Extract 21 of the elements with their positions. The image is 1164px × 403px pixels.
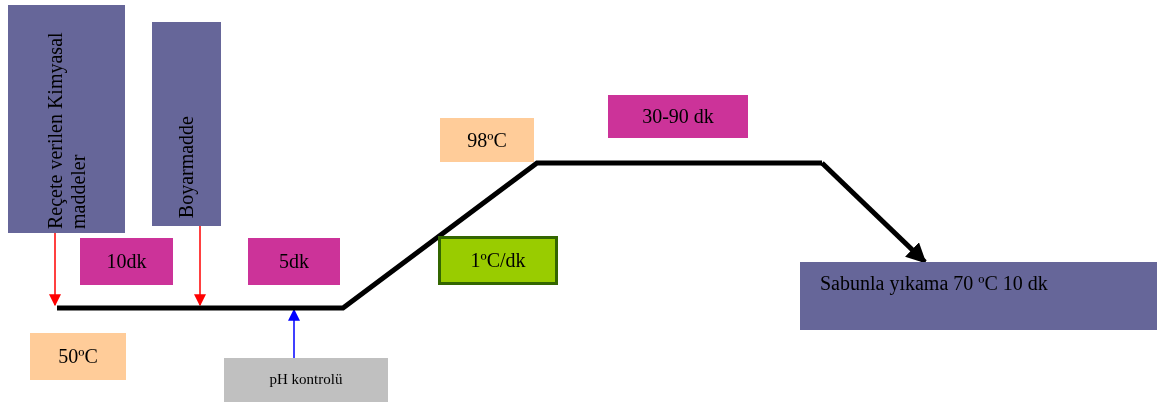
- box-label: 5dk: [279, 250, 309, 273]
- step-box: [30, 333, 126, 380]
- box-label: pH kontrolü: [269, 371, 343, 389]
- arrow: [194, 225, 206, 307]
- box-label: 1ºC/dk: [470, 249, 526, 272]
- box-label: 30-90 dk: [642, 105, 714, 128]
- box-label: Boyarmadde: [175, 115, 198, 218]
- step-box: [608, 95, 748, 138]
- step-box: [224, 358, 388, 402]
- arrow: [49, 232, 61, 307]
- step-box: [440, 118, 534, 162]
- box-label: Reçete verilen Kimyasal maddeler: [43, 31, 90, 229]
- temperature-profile-arrow: [820, 161, 927, 264]
- step-box: [152, 22, 221, 226]
- arrow: [288, 308, 300, 359]
- step-box: [8, 5, 125, 233]
- box-label: Sabunla yıkama 70 ºC 10 dk: [820, 272, 1048, 295]
- box-label: 10dk: [106, 250, 147, 273]
- step-box: [800, 262, 1157, 330]
- box-label: 50ºC: [58, 345, 98, 368]
- box-label: 98ºC: [467, 128, 507, 152]
